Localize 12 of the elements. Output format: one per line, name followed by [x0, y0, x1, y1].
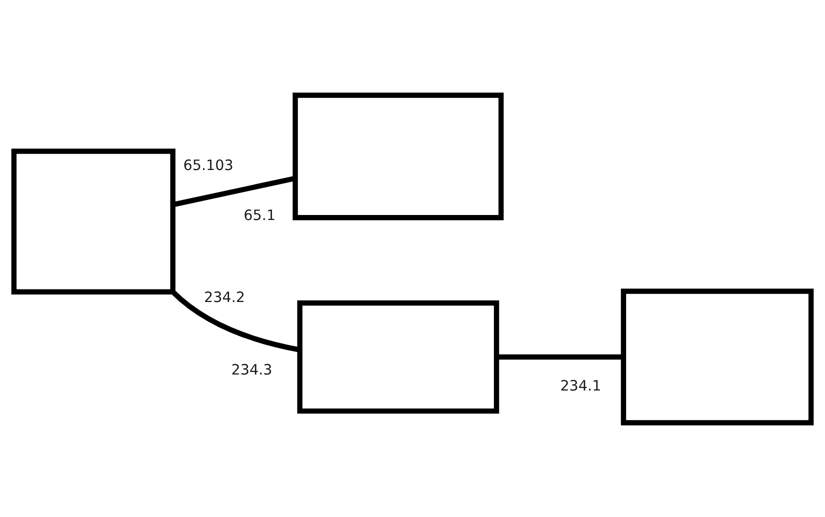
connector: [496, 354, 624, 360]
node-label: 234.3: [231, 362, 272, 378]
node-label: 65.1: [244, 208, 276, 224]
node-box: [620, 288, 814, 425]
connector: [171, 289, 300, 352]
node-box: [11, 148, 176, 294]
node-label: 234.1: [560, 378, 602, 394]
connector: [172, 175, 296, 207]
node-label: 65.103: [183, 158, 234, 174]
node-label: 234.2: [204, 290, 246, 306]
node-box: [297, 300, 500, 414]
node-box: [292, 92, 504, 220]
